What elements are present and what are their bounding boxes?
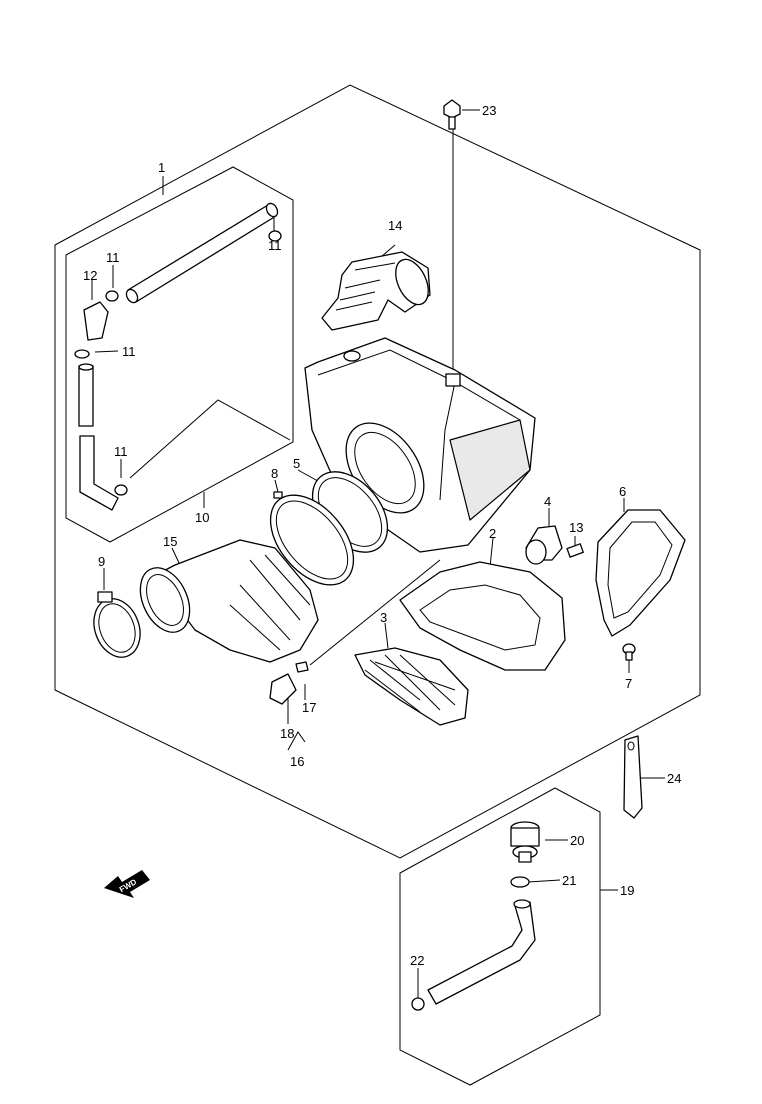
part-15-intake-boot xyxy=(139,539,319,663)
callout-19: 19 xyxy=(620,883,634,898)
callout-6: 6 xyxy=(619,484,626,499)
callout-11-left: 11 xyxy=(106,250,120,265)
callout-18: 18 xyxy=(280,726,294,741)
callout-21: 21 xyxy=(562,873,576,888)
callout-11-top: 11 xyxy=(268,238,282,253)
part-22-clip xyxy=(411,997,425,1011)
callout-8: 8 xyxy=(271,466,278,481)
part-14-intake-duct xyxy=(321,251,431,331)
assembly-boundary-main xyxy=(54,84,701,859)
callout-3: 3 xyxy=(380,610,387,625)
part-18-drain-plug xyxy=(269,673,297,705)
callout-22: 22 xyxy=(410,953,424,968)
callout-24: 24 xyxy=(667,771,681,786)
part-23-bolt xyxy=(443,99,461,130)
part-4-connector xyxy=(525,525,563,565)
part-2-filter-element xyxy=(399,561,566,671)
part-bent-hose xyxy=(79,435,119,511)
callout-5: 5 xyxy=(293,456,300,471)
part-drain-hose xyxy=(427,899,536,1005)
callout-20: 20 xyxy=(570,833,584,848)
part-21-clip xyxy=(510,876,530,888)
part-3-element-cage xyxy=(354,647,469,726)
part-24-strap xyxy=(623,735,643,819)
hose-kit-box xyxy=(65,166,294,543)
callout-14: 14 xyxy=(388,218,402,233)
callout-11-middle: 11 xyxy=(122,344,136,359)
callout-10: 10 xyxy=(195,510,209,525)
part-17-clip xyxy=(295,661,309,673)
part-20-drain-cap xyxy=(510,821,540,863)
part-9-clamp xyxy=(93,591,141,658)
part-12-elbow xyxy=(83,301,109,341)
callout-16: 16 xyxy=(290,754,304,769)
callout-labels: 1 2 3 4 5 6 7 8 9 10 11 11 11 11 12 13 1… xyxy=(83,103,681,968)
callout-12: 12 xyxy=(83,268,97,283)
callout-4: 4 xyxy=(544,494,551,509)
callout-1: 1 xyxy=(158,160,165,175)
callout-11-bottom: 11 xyxy=(114,444,128,459)
callout-2: 2 xyxy=(489,526,496,541)
callout-7: 7 xyxy=(625,676,632,691)
part-long-hose xyxy=(125,202,279,304)
part-6-cover xyxy=(595,509,686,637)
callout-23: 23 xyxy=(482,103,496,118)
callout-17: 17 xyxy=(302,700,316,715)
part-7-screw xyxy=(622,643,636,661)
fwd-arrow-icon: FWD xyxy=(104,870,150,898)
callout-9: 9 xyxy=(98,554,105,569)
part-short-hose xyxy=(78,363,94,427)
part-11-clips xyxy=(74,230,282,496)
callout-15: 15 xyxy=(163,534,177,549)
part-13-screw xyxy=(566,543,584,558)
callout-13: 13 xyxy=(569,520,583,535)
leader-lines xyxy=(91,109,665,998)
drain-kit-box xyxy=(399,787,601,1086)
part-8-clamp-ring xyxy=(269,491,355,586)
